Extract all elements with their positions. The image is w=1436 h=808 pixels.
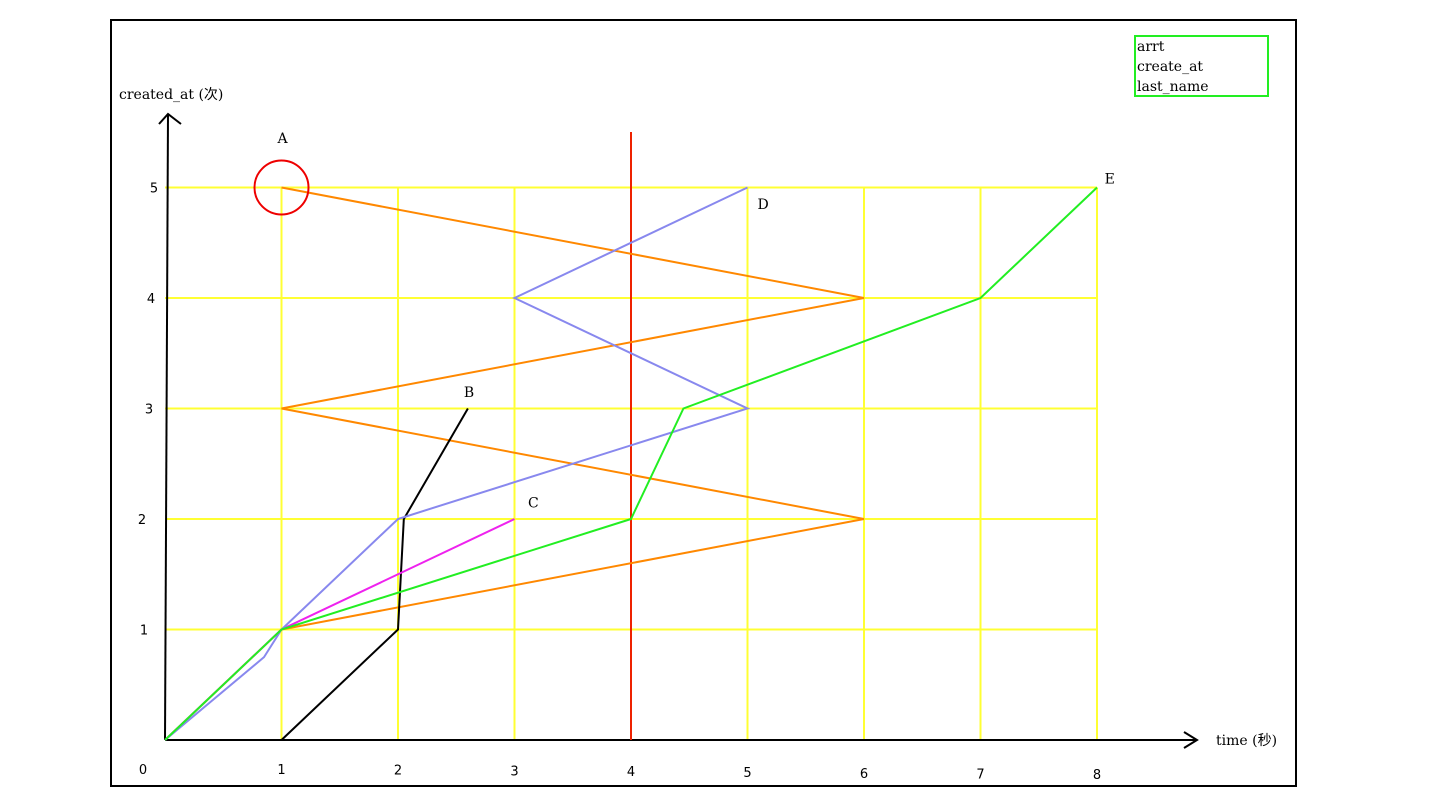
y-axis-label: created_at (次) bbox=[119, 87, 223, 103]
axes bbox=[158, 112, 1199, 749]
series-label-b: B bbox=[464, 385, 474, 401]
chart-frame bbox=[110, 19, 1297, 787]
y-tick-label: 2 bbox=[138, 513, 146, 528]
legend-entry: create_at bbox=[1137, 59, 1204, 75]
y-tick-label: 4 bbox=[147, 292, 155, 307]
series-label-e: E bbox=[1105, 172, 1115, 188]
y-tick-label: 3 bbox=[145, 403, 153, 418]
x-tick-label: 7 bbox=[976, 767, 984, 782]
x-tick-label: 2 bbox=[394, 764, 402, 779]
series-line-b bbox=[280, 407, 469, 741]
x-tick-label: 4 bbox=[627, 765, 635, 780]
legend-entry: last_name bbox=[1137, 79, 1209, 95]
tick-labels: 0 1 2 3 4 5 6 7 8 1 2 3 4 5 bbox=[138, 182, 1101, 783]
x-axis-label: time (秒) bbox=[1216, 733, 1277, 749]
series-layer: A B C D E bbox=[164, 131, 1115, 741]
series-label-c: C bbox=[528, 495, 539, 511]
x-tick-label: 6 bbox=[860, 767, 868, 782]
x-axis-arrow bbox=[1183, 731, 1199, 749]
y-tick-label: 1 bbox=[140, 624, 148, 639]
series-line-d bbox=[164, 186, 751, 741]
x-tick-label: 3 bbox=[510, 764, 518, 779]
series-label-d: D bbox=[757, 197, 768, 213]
x-tick-label: 1 bbox=[277, 763, 285, 778]
x-tick-label: 5 bbox=[743, 766, 751, 781]
legend: arrt create_at last_name bbox=[1134, 35, 1269, 97]
y-tick-label: 5 bbox=[150, 182, 158, 197]
x-tick-label: 8 bbox=[1093, 768, 1101, 783]
x-tick-label: 0 bbox=[139, 763, 147, 778]
y-axis-arrow bbox=[158, 112, 182, 125]
series-line-e bbox=[164, 186, 1098, 741]
legend-entry: arrt bbox=[1137, 39, 1165, 55]
highlight-circle bbox=[253, 159, 310, 216]
y-axis-line bbox=[164, 113, 169, 741]
series-label-a: A bbox=[277, 131, 289, 147]
